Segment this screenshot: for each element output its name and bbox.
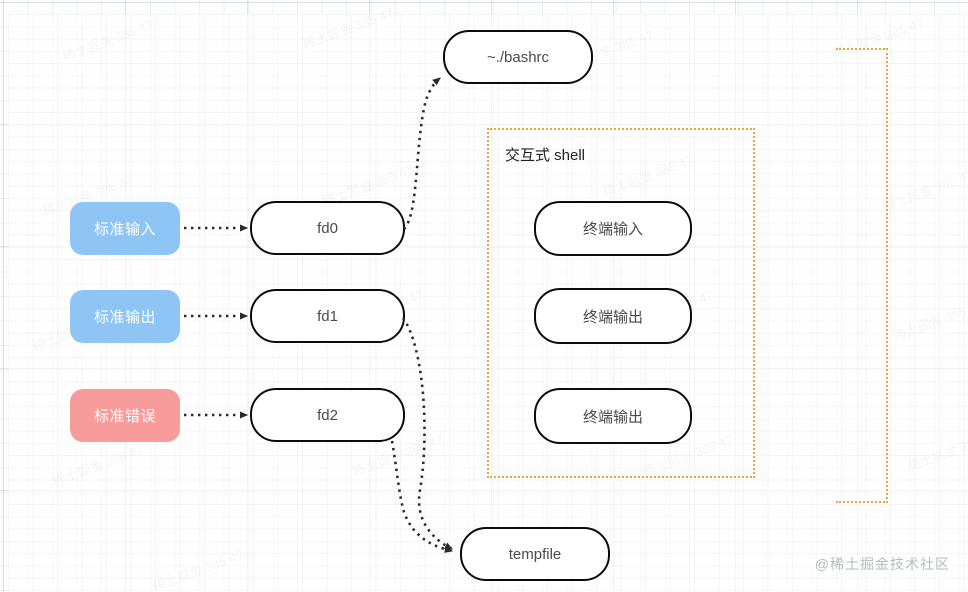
node-label: fd1 bbox=[317, 307, 338, 325]
node-terminal-input[interactable]: 终端输入 bbox=[534, 201, 692, 256]
node-terminal-output-2[interactable]: 终端输出 bbox=[534, 388, 692, 444]
offscreen-group-container bbox=[836, 48, 888, 503]
node-label: tempfile bbox=[508, 545, 562, 563]
site-watermark: @稀土掘金技术社区 bbox=[814, 556, 950, 572]
node-label: 标准输入 bbox=[93, 221, 156, 238]
node-stderr[interactable]: 标准错误 bbox=[70, 389, 180, 442]
node-fd0[interactable]: fd0 bbox=[250, 201, 405, 255]
node-bashrc[interactable]: ~./bashrc bbox=[443, 30, 593, 84]
node-terminal-output-1[interactable]: 终端输出 bbox=[534, 288, 692, 344]
node-label: fd0 bbox=[317, 219, 338, 237]
node-stdout[interactable]: 标准输出 bbox=[70, 290, 180, 343]
node-label: 终端输入 bbox=[582, 221, 643, 238]
node-label: ~./bashrc bbox=[486, 48, 550, 66]
node-fd2[interactable]: fd2 bbox=[250, 388, 405, 442]
node-tempfile[interactable]: tempfile bbox=[460, 527, 610, 581]
node-label: fd2 bbox=[317, 406, 338, 424]
node-fd1[interactable]: fd1 bbox=[250, 289, 405, 343]
interactive-shell-title: 交互式 shell bbox=[505, 147, 586, 164]
node-label: 终端输出 bbox=[582, 308, 643, 326]
node-stdin[interactable]: 标准输入 bbox=[70, 202, 180, 255]
node-label: 终端输出 bbox=[582, 408, 643, 426]
node-label: 标准错误 bbox=[93, 408, 156, 425]
node-label: 标准输出 bbox=[93, 309, 156, 326]
interactive-shell-container bbox=[487, 128, 755, 478]
